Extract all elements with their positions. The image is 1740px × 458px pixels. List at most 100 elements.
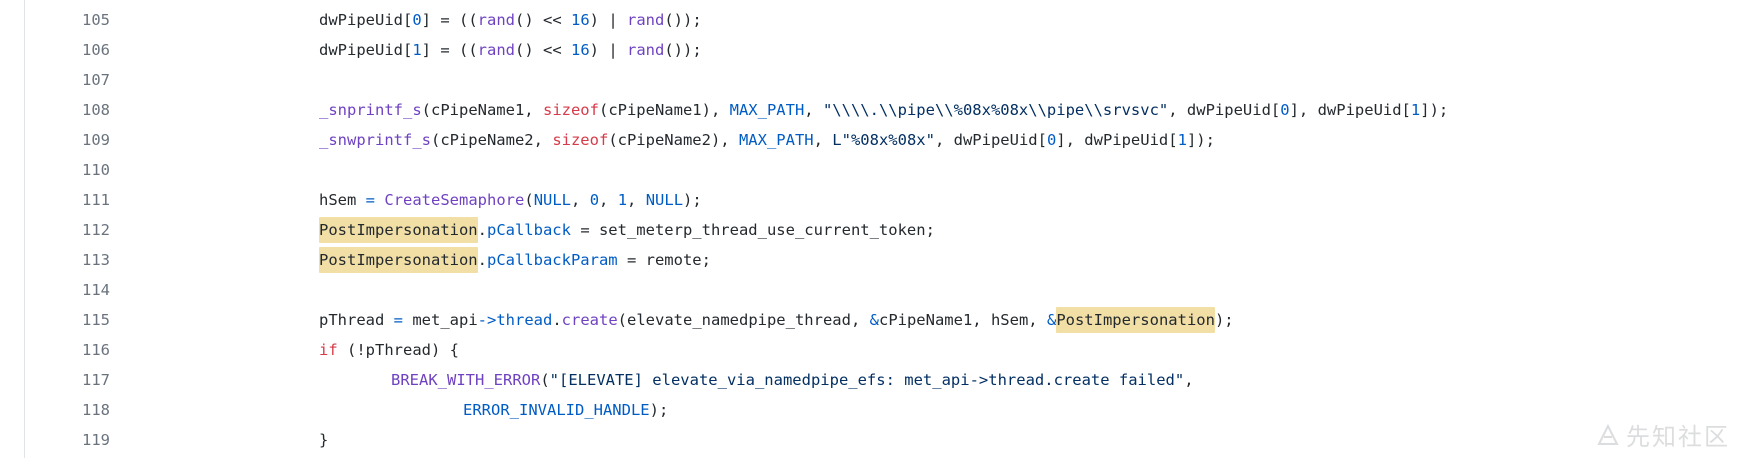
highlighted-token: PostImpersonation bbox=[319, 247, 478, 273]
code-token: 1 bbox=[1410, 101, 1421, 119]
code-token: dwPipeUid[ bbox=[319, 11, 413, 29]
code-token: , bbox=[813, 131, 833, 149]
line-number[interactable]: 114 bbox=[82, 281, 110, 299]
code-token: pCallbackParam bbox=[486, 251, 618, 269]
code-token: MAX_PATH bbox=[729, 101, 805, 119]
line-number[interactable]: 118 bbox=[82, 401, 110, 419]
code-line: 116 if (!pThread) { bbox=[25, 335, 1740, 365]
code-token: 1 bbox=[1177, 131, 1187, 149]
code-token: ( bbox=[524, 191, 534, 209]
line-number[interactable]: 119 bbox=[82, 431, 110, 449]
code-token bbox=[375, 191, 384, 209]
code-token: 0 bbox=[412, 11, 422, 29]
code-token: 0 bbox=[589, 191, 600, 209]
code-token: & bbox=[1046, 311, 1057, 329]
code-line: 114 bbox=[25, 275, 1740, 305]
code-line: 108_snprintf_s(cPipeName1, sizeof(cPipeN… bbox=[25, 95, 1740, 125]
code-token: ], dwPipeUid[ bbox=[1056, 131, 1178, 149]
code-token: rand bbox=[627, 11, 665, 29]
code-token: _snwprintf_s bbox=[319, 131, 431, 149]
code-line: 119} bbox=[25, 425, 1740, 455]
code-token: (cPipeName1), bbox=[598, 101, 730, 119]
code-token: ] = (( bbox=[421, 11, 478, 29]
line-code: _snprintf_s(cPipeName1, sizeof(cPipeName… bbox=[110, 101, 1740, 119]
code-token: , bbox=[627, 191, 646, 209]
code-token: thread bbox=[496, 311, 553, 329]
watermark-text: 先知社区 bbox=[1626, 423, 1730, 451]
code-token: sizeof bbox=[552, 131, 609, 149]
line-code: ERROR_INVALID_HANDLE); bbox=[110, 401, 1740, 419]
code-token: = remote; bbox=[617, 251, 711, 269]
code-token: () << bbox=[515, 41, 571, 59]
code-line: 113 PostImpersonation.pCallbackParam = re… bbox=[25, 245, 1740, 275]
code-token: (!pThread) { bbox=[337, 341, 459, 359]
code-token: (cPipeName2), bbox=[608, 131, 739, 149]
code-token: ] = (( bbox=[421, 41, 478, 59]
code-token: & bbox=[869, 311, 879, 329]
code-token: CreateSemaphore bbox=[384, 191, 525, 209]
gutter-border bbox=[24, 0, 25, 458]
code-token: . bbox=[552, 311, 562, 329]
code-line: 110 bbox=[25, 155, 1740, 185]
code-token: rand bbox=[627, 41, 665, 59]
code-token: (elevate_namedpipe_thread, bbox=[617, 311, 870, 329]
code-token: , dwPipeUid[ bbox=[934, 131, 1047, 149]
code-token: hSem bbox=[319, 191, 366, 209]
highlighted-token: PostImpersonation bbox=[319, 217, 478, 243]
code-token: ); bbox=[1214, 311, 1234, 329]
code-token: NULL bbox=[645, 191, 684, 209]
line-number[interactable]: 107 bbox=[82, 71, 110, 89]
code-token: dwPipeUid[ bbox=[319, 41, 413, 59]
code-token: = bbox=[393, 311, 403, 329]
code-token: pThread bbox=[319, 311, 394, 329]
code-token: "[ELEVATE] elevate_via_namedpipe_efs: me… bbox=[549, 371, 1185, 389]
line-number[interactable]: 116 bbox=[82, 341, 110, 359]
watermark: 先知社区 bbox=[1596, 417, 1730, 452]
code-token: , bbox=[599, 191, 618, 209]
code-token: , bbox=[1184, 371, 1194, 389]
line-number[interactable]: 113 bbox=[82, 251, 110, 269]
line-code: pThread = met_api->thread.create(elevate… bbox=[110, 307, 1740, 333]
line-code: } bbox=[110, 431, 1740, 449]
line-number[interactable]: 117 bbox=[82, 371, 110, 389]
line-number[interactable]: 115 bbox=[82, 311, 110, 329]
code-token: BREAK_WITH_ERROR bbox=[391, 371, 541, 389]
code-token: , bbox=[804, 101, 823, 119]
code-token: 0 bbox=[1046, 131, 1057, 149]
line-number[interactable]: 106 bbox=[82, 41, 110, 59]
line-code: _snwprintf_s(cPipeName2, sizeof(cPipeNam… bbox=[110, 131, 1740, 149]
line-number[interactable]: 110 bbox=[82, 161, 110, 179]
code-token: rand bbox=[477, 11, 515, 29]
code-token: ); bbox=[683, 191, 702, 209]
line-number[interactable]: 111 bbox=[82, 191, 110, 209]
code-token: } bbox=[319, 431, 329, 449]
code-token: ERROR_INVALID_HANDLE bbox=[463, 401, 650, 419]
code-token: 0 bbox=[1280, 101, 1290, 119]
xianzhi-logo-icon bbox=[1597, 423, 1619, 445]
line-number[interactable]: 108 bbox=[82, 101, 110, 119]
line-code: dwPipeUid[0] = ((rand() << 16) | rand())… bbox=[110, 11, 1740, 29]
line-code: BREAK_WITH_ERROR("[ELEVATE] elevate_via_… bbox=[110, 371, 1740, 389]
code-token: met_api bbox=[403, 311, 478, 329]
line-number[interactable]: 105 bbox=[82, 11, 110, 29]
code-token: -> bbox=[477, 311, 497, 329]
code-token: if bbox=[319, 341, 338, 359]
code-token: L"%08x%08x" bbox=[832, 131, 935, 149]
code-token: ()); bbox=[664, 11, 702, 29]
line-number[interactable]: 112 bbox=[82, 221, 110, 239]
code-token: . bbox=[477, 251, 487, 269]
code-token: ( bbox=[540, 371, 550, 389]
code-token: ) | bbox=[589, 41, 627, 59]
code-token: cPipeName1, hSem, bbox=[878, 311, 1047, 329]
code-token: 16 bbox=[571, 41, 590, 59]
line-number[interactable]: 109 bbox=[82, 131, 110, 149]
code-token: pCallback bbox=[486, 221, 571, 239]
line-code: dwPipeUid[1] = ((rand() << 16) | rand())… bbox=[110, 41, 1740, 59]
code-token: ); bbox=[649, 401, 669, 419]
